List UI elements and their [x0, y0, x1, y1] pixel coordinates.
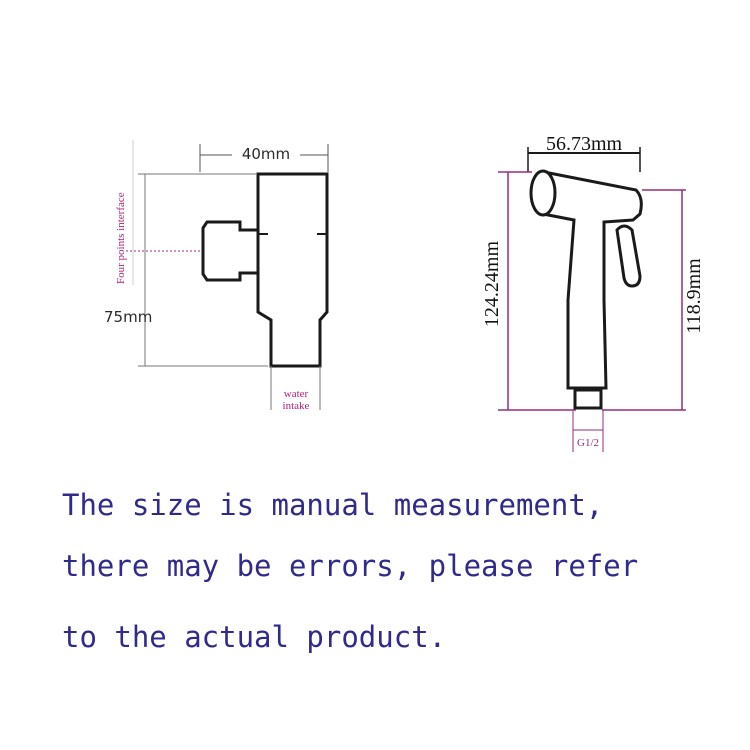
sprayer-width-label: 56.73mm — [546, 133, 623, 155]
intake-label: intake — [283, 400, 310, 412]
caption-line-3: to the actual product. — [62, 620, 447, 654]
thread-size-label: G1/2 — [577, 437, 599, 449]
connector-side-nut — [201, 220, 258, 282]
sprayer-total-height-label: 124.24mm — [481, 241, 503, 328]
sprayer-body-height-label: 118.9mm — [683, 258, 705, 334]
hose-thread — [573, 388, 603, 410]
connector-height-label: 75mm — [104, 308, 152, 326]
caption-line-2: there may be errors, please refer — [62, 549, 639, 583]
caption-line-1: The size is manual measurement, — [62, 488, 604, 522]
water-label: water — [284, 388, 309, 400]
sprayer-side-view: 56.73mm 124.24mm 118.9mm G1/2 — [481, 133, 705, 452]
trigger-lever — [615, 224, 642, 288]
connector-body-outline — [256, 172, 329, 368]
connector-side-view: 40mm 75mm Four points interface water in… — [104, 140, 329, 412]
spray-head — [529, 169, 557, 217]
four-points-interface-label: Four points interface — [115, 192, 127, 284]
connector-width-label: 40mm — [242, 145, 290, 163]
sprayer-body-outline — [541, 170, 643, 390]
